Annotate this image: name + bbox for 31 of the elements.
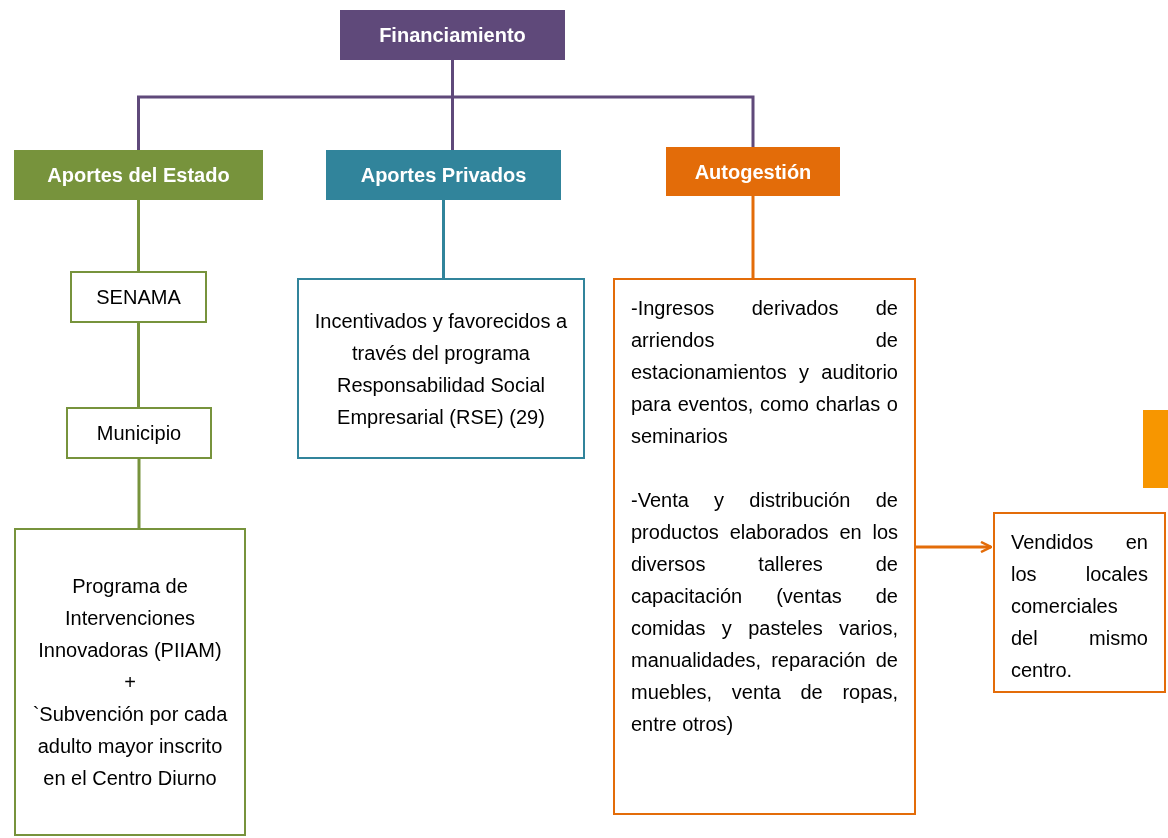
connector-line [137, 459, 141, 528]
connector-line [451, 60, 755, 147]
box-text: -Ingresos derivados de arriendos de estacionamientos y auditorio para eventos, como charlas o seminarios [631, 296, 898, 449]
box-text: Vendidos en los locales comerciales del mismo centro. [1011, 530, 1148, 683]
box-text: SENAMA [96, 285, 181, 310]
box-text: Aportes del Estado [47, 163, 230, 188]
box-text: Programa de Intervenciones Innovadoras (PIIAM) [37, 574, 223, 663]
box-text: Autogestión [694, 159, 812, 185]
connector-line [137, 323, 140, 407]
box-text: Incentivados y favorecidos a través del programa Responsabilidad Social Empresarial (RSE) (29) [313, 308, 569, 430]
category-box [666, 147, 840, 196]
box-text: Aportes Privados [360, 163, 527, 188]
text-box [993, 512, 1166, 693]
category-box [14, 150, 263, 200]
box-text: `Subvención por cada adulto mayor inscrito en el Centro Diurno [31, 702, 229, 791]
box-text: Municipio [96, 421, 182, 446]
category-box [326, 150, 561, 200]
bar [1143, 410, 1168, 488]
connector-line [916, 540, 993, 554]
text-box [297, 278, 585, 459]
text-box [14, 528, 246, 836]
box-text: Financiamiento [379, 23, 526, 48]
text-box [70, 271, 207, 323]
connector-line [442, 200, 445, 278]
box-text: + [124, 670, 136, 695]
text-box [613, 278, 916, 815]
connector-line [137, 200, 140, 271]
category-box [340, 10, 565, 60]
text-box [66, 407, 212, 459]
box-text: -Venta y distribución de productos elaborados en los diversos talleres de capacitación (ventas de comidas y pasteles varios, manualidades, reparación de muebles, venta de ropas, entre otros) [631, 488, 898, 737]
connector-line [751, 196, 755, 278]
